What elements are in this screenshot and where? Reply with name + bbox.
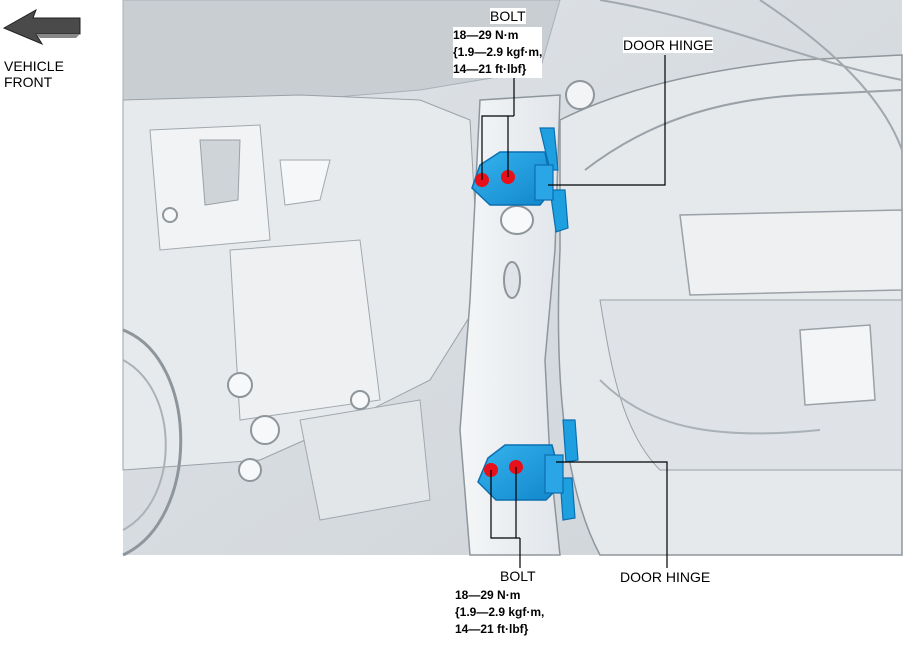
lower-torque-nm: 18—29 N·m [455,588,521,602]
leader-lines [481,55,668,568]
vehicle-front-line2: FRONT [4,74,53,90]
lower-torque-ftlbf: 14—21 ft·lbf} [455,622,529,636]
upper-torque-ftlbf: 14—21 ft·lbf} [453,62,527,76]
upper-torque-nm: 18—29 N·m [453,28,519,42]
lower-torque-kgf: {1.9—2.9 kgf·m, [455,605,545,619]
lower-torque-spec: 18—29 N·m {1.9—2.9 kgf·m, 14—21 ft·lbf} [455,587,545,638]
upper-door-hinge-label: DOOR HINGE [623,37,714,53]
vehicle-front-line1: VEHICLE [4,58,64,74]
upper-bolt-label: BOLT [490,8,526,24]
upper-torque-spec: 18—29 N·m {1.9—2.9 kgf·m, 14—21 ft·lbf} [453,27,543,78]
vehicle-front-arrow-icon [2,8,81,46]
vehicle-front-label: VEHICLE FRONT [4,58,64,90]
car-body-illustration [122,0,903,557]
lower-door-hinge-label: DOOR HINGE [620,569,711,585]
lower-bolt-label: BOLT [500,568,536,584]
upper-torque-kgf: {1.9—2.9 kgf·m, [453,45,543,59]
